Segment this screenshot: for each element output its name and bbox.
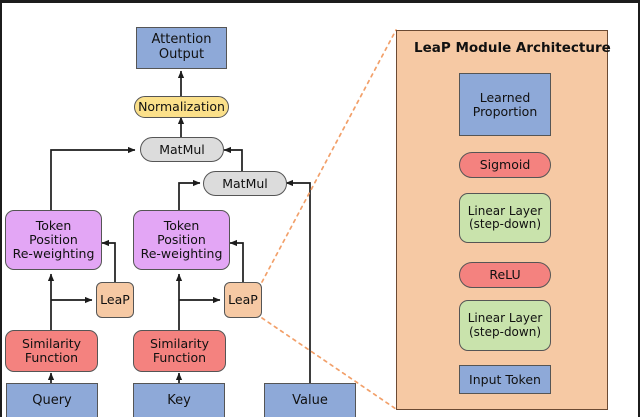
linear-layer-upper-node: Linear Layer (step-down) bbox=[459, 193, 551, 243]
figure-top-border bbox=[0, 0, 640, 3]
query-input-node: Query bbox=[6, 383, 98, 417]
attention-output-node: Attention Output bbox=[136, 27, 227, 69]
matmul-lower-node: MatMul bbox=[203, 171, 287, 196]
token-position-reweighting-right-node: Token Position Re-weighting bbox=[133, 210, 230, 270]
linear-layer-lower-node: Linear Layer (step-down) bbox=[459, 300, 551, 351]
normalization-node: Normalization bbox=[134, 96, 229, 118]
matmul-top-node: MatMul bbox=[140, 137, 224, 162]
key-input-node: Key bbox=[133, 383, 225, 417]
token-position-reweighting-left-node: Token Position Re-weighting bbox=[5, 210, 102, 270]
input-token-node: Input Token bbox=[459, 365, 551, 394]
leap-module-left-node: LeaP bbox=[96, 282, 134, 318]
leap-panel-title: LeaP Module Architecture bbox=[414, 40, 611, 56]
leap-module-right-node: LeaP bbox=[224, 282, 262, 318]
sigmoid-node: Sigmoid bbox=[459, 152, 551, 178]
similarity-function-left-node: Similarity Function bbox=[5, 330, 98, 372]
relu-node: ReLU bbox=[459, 262, 551, 288]
figure-left-border bbox=[0, 0, 2, 417]
similarity-function-right-node: Similarity Function bbox=[133, 330, 226, 372]
figure-right-border bbox=[638, 0, 640, 417]
learned-proportion-node: Learned Proportion bbox=[459, 73, 551, 136]
value-input-node: Value bbox=[264, 383, 356, 417]
